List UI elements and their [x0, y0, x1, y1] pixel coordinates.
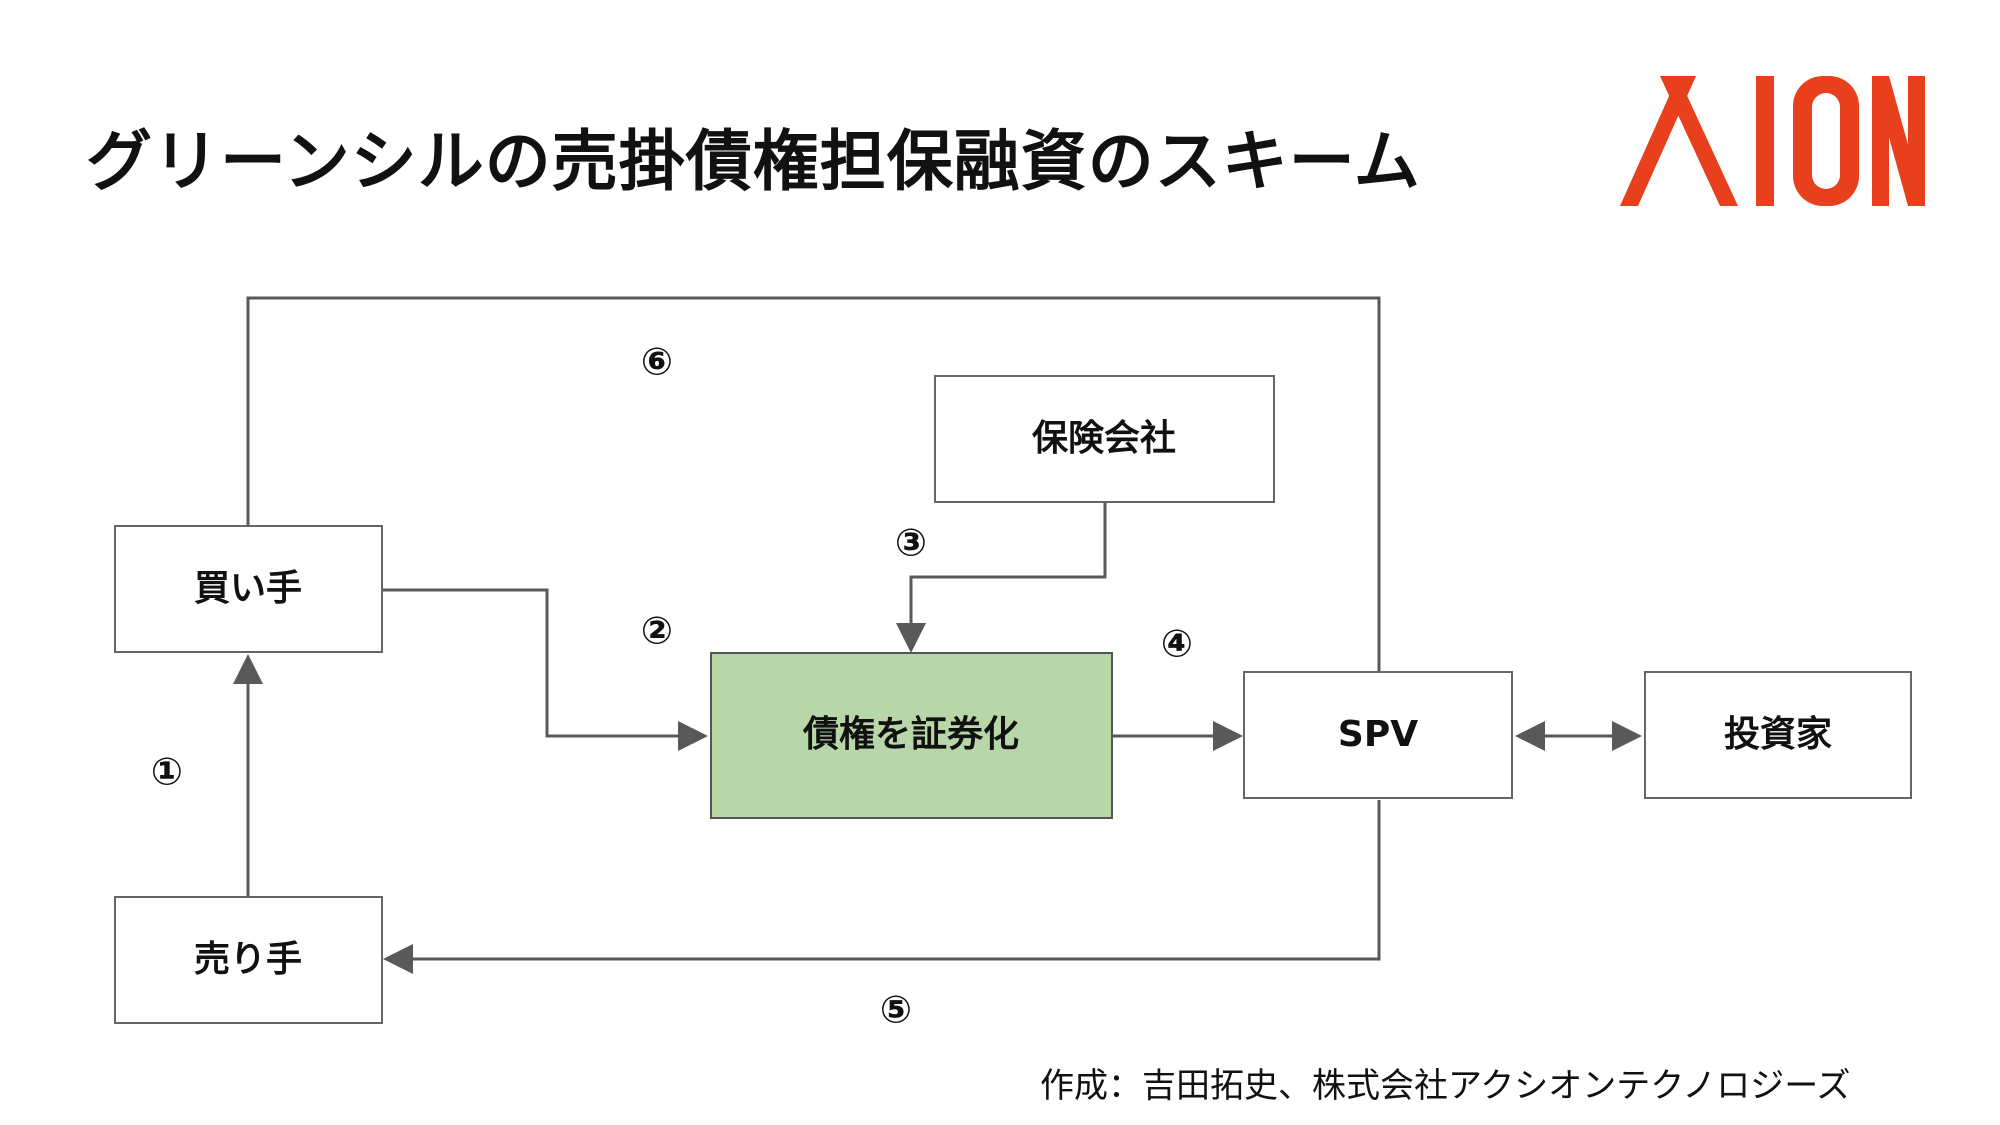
step-5-label: ⑤ [880, 988, 912, 1032]
node-seller-label: 売り手 [194, 939, 302, 980]
node-buyer: 買い手 [114, 525, 383, 653]
step-4-label: ④ [1161, 622, 1193, 666]
credit-line: 作成：吉田拓史、株式会社アクシオンテクノロジーズ [1040, 1066, 1851, 1106]
step-3-label: ③ [895, 521, 927, 565]
node-insurer: 保険会社 [934, 375, 1275, 503]
step-2-label: ② [641, 609, 673, 653]
node-securitize: 債権を証券化 [710, 652, 1113, 819]
page-title: グリーンシルの売掛債権担保融資のスキーム [86, 123, 1421, 200]
node-seller: 売り手 [114, 896, 383, 1024]
step-1-label: ① [151, 750, 183, 794]
flow-6-line [246, 296, 1381, 672]
node-buyer-label: 買い手 [194, 568, 302, 609]
flow-3-arrow [896, 503, 1107, 653]
flow-5-arrow [383, 800, 1381, 974]
node-securitize-label: 債権を証券化 [802, 714, 1019, 755]
node-insurer-label: 保険会社 [1032, 418, 1176, 459]
node-spv-label: SPV [1338, 714, 1418, 755]
node-investor-label: 投資家 [1724, 714, 1832, 755]
node-spv: SPV [1243, 671, 1513, 799]
node-investor: 投資家 [1644, 671, 1912, 799]
flow-2-arrow [383, 588, 708, 751]
axion-logo [1620, 76, 1925, 206]
step-6-label: ⑥ [641, 340, 673, 384]
